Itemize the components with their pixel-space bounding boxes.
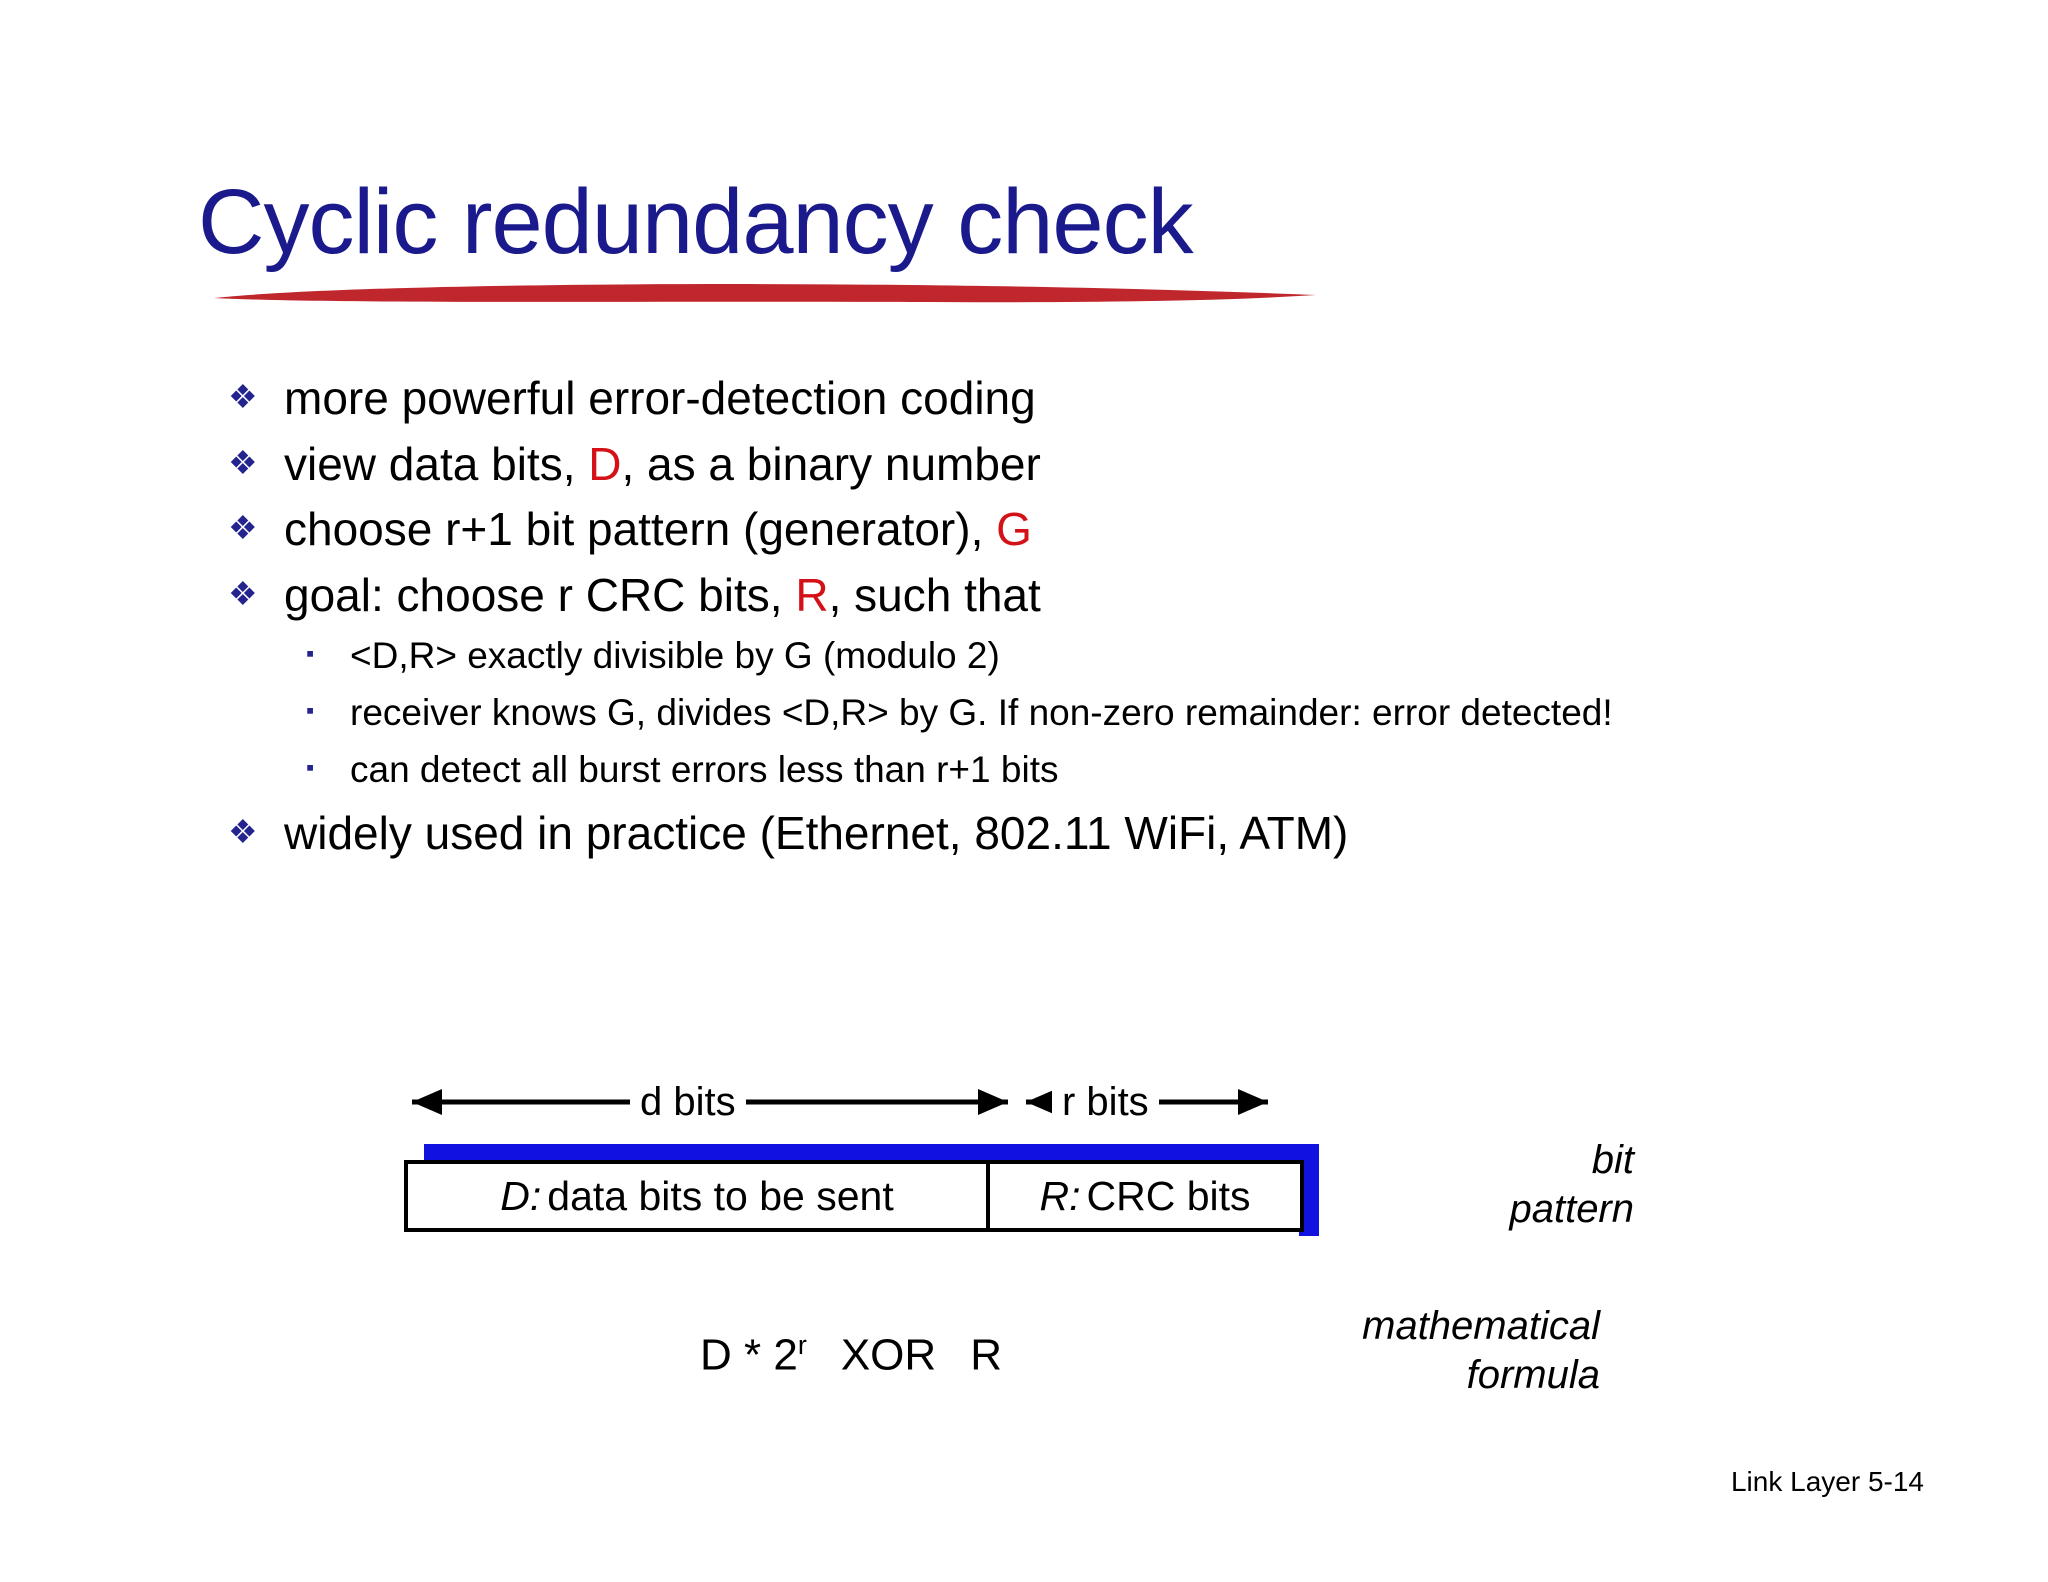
bit-pattern-bar-right — [1299, 1144, 1319, 1236]
highlight-symbol-g: G — [996, 503, 1032, 556]
slide-footer: Link Layer 5-14 — [1730, 1466, 1924, 1497]
list-item: ▪ can detect all burst errors less than … — [222, 746, 1922, 794]
sub-bullet-group: ▪ <D,R> exactly divisible by G (modulo 2… — [222, 632, 1922, 794]
sub-bullet-text: receiver knows G, divides <D,R> by G. If… — [350, 691, 1613, 733]
diamond-bullet-icon: ❖ — [228, 443, 258, 481]
bullet-text: widely used in practice (Ethernet, 802.1… — [284, 807, 1349, 860]
diamond-bullet-icon: ❖ — [228, 509, 258, 547]
bullet-text-pre: view data bits, — [284, 437, 589, 490]
bullet-text-pre: choose r+1 bit pattern (generator), — [284, 503, 997, 556]
list-item: ▪ receiver knows G, divides <D,R> by G. … — [222, 689, 1922, 737]
bit-pattern-line2: pattern — [1509, 1186, 1634, 1231]
bit-pattern-bar-top — [424, 1144, 1319, 1164]
title-underline-swoosh — [210, 280, 1322, 306]
sub-bullet-text: can detect all burst errors less than r+… — [350, 749, 1059, 791]
data-field-prefix: D: — [500, 1172, 542, 1219]
math-note-line2: formula — [1466, 1352, 1600, 1397]
frame-diagram: d bits r bits D:data bits to be sent R:C… — [0, 1030, 2048, 1450]
highlight-symbol-d: D — [588, 437, 622, 490]
page-title: Cyclic redundancy check — [198, 171, 1194, 273]
bullet-text-post: , such that — [828, 569, 1041, 622]
crc-field-label: CRC bits — [1086, 1172, 1251, 1219]
square-bullet-icon: ▪ — [306, 754, 315, 781]
bit-span-arrows: d bits r bits — [390, 1070, 1290, 1140]
diamond-bullet-icon: ❖ — [228, 575, 258, 613]
crc-field-prefix: R: — [1039, 1172, 1081, 1219]
bullet-text: choose r+1 bit pattern (generator), G — [284, 499, 1922, 560]
list-item: ❖ choose r+1 bit pattern (generator), G — [222, 499, 1922, 560]
list-item: ❖ widely used in practice (Ethernet, 802… — [222, 803, 1922, 864]
sub-bullet-text: <D,R> exactly divisible by G (modulo 2) — [350, 634, 1000, 676]
data-field-label: data bits to be sent — [547, 1172, 894, 1219]
bullet-text: goal: choose r CRC bits, R, such that — [284, 565, 1922, 626]
formula-operator: XOR — [840, 1330, 937, 1380]
bullet-list: ❖ more powerful error-detection coding ❖… — [222, 368, 1922, 869]
crc-field-cell: R:CRC bits — [990, 1164, 1300, 1228]
frame-box: D:data bits to be sent R:CRC bits — [404, 1160, 1304, 1232]
square-bullet-icon: ▪ — [306, 639, 315, 666]
data-field-cell: D:data bits to be sent — [408, 1164, 990, 1228]
formula-base: D * 2 — [700, 1330, 798, 1380]
list-item: ❖ more powerful error-detection coding — [222, 368, 1922, 429]
bullet-text-pre: goal: choose r CRC bits, — [284, 569, 796, 622]
math-note-line1: mathematical — [1362, 1304, 1600, 1348]
list-item: ▪ <D,R> exactly divisible by G (modulo 2… — [222, 632, 1922, 680]
d-bits-label: d bits — [630, 1080, 746, 1125]
bit-pattern-line1: bit — [1591, 1138, 1634, 1182]
bullet-text-post: , as a binary number — [621, 437, 1041, 490]
list-item: ❖ goal: choose r CRC bits, R, such that — [222, 565, 1922, 626]
math-formula-annotation: mathematical formula — [1270, 1302, 1600, 1400]
list-item: ❖ view data bits, D, as a binary number — [222, 434, 1922, 495]
crc-formula: D * 2r XOR R — [700, 1330, 1002, 1381]
bullet-text: view data bits, D, as a binary number — [284, 434, 1922, 495]
bit-pattern-annotation: bit pattern — [1404, 1136, 1634, 1234]
bullet-text: more powerful error-detection coding — [284, 372, 1036, 424]
diamond-bullet-icon: ❖ — [228, 813, 258, 851]
formula-exponent: r — [797, 1330, 807, 1360]
highlight-symbol-r: R — [795, 569, 829, 622]
formula-operand: R — [970, 1330, 1002, 1380]
diamond-bullet-icon: ❖ — [228, 378, 258, 415]
square-bullet-icon: ▪ — [306, 696, 315, 723]
r-bits-label: r bits — [1052, 1080, 1159, 1125]
